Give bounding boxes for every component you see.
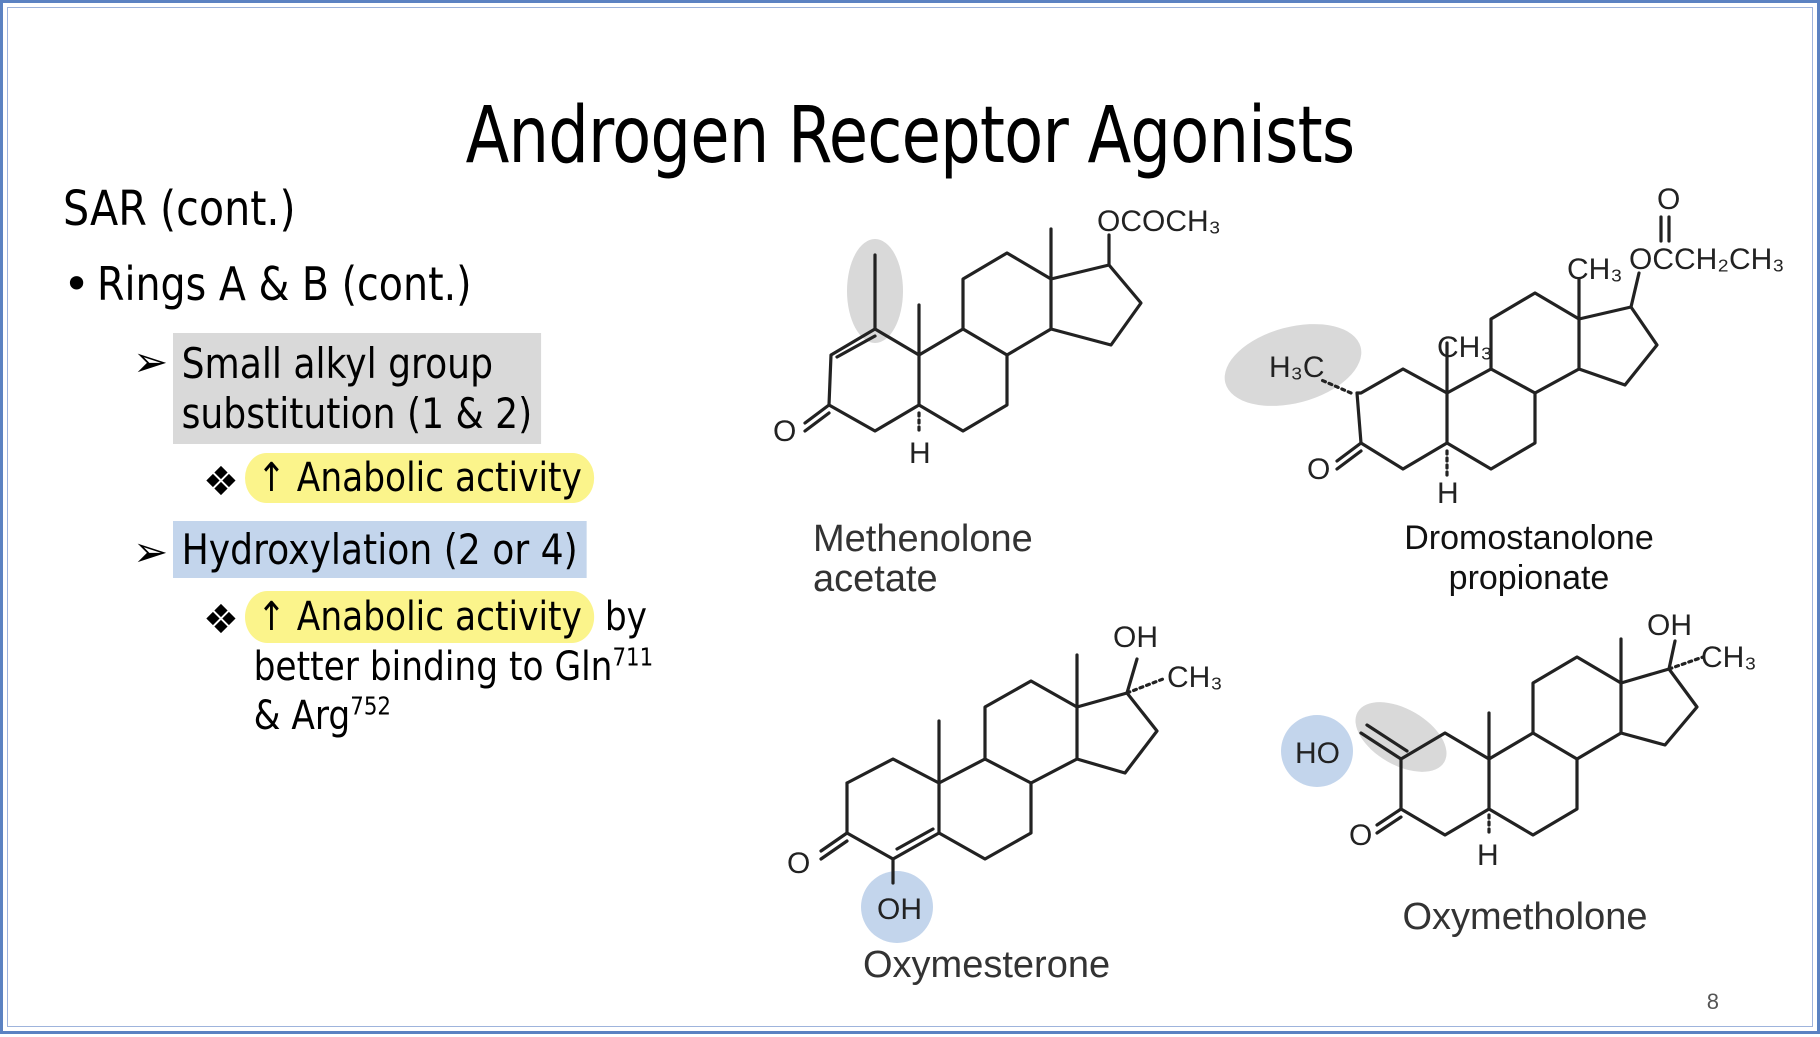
label-o: O [787,847,810,880]
label-h3c: H₃C [1269,351,1325,384]
label-oh-bottom: OH [877,893,922,926]
name-methenolone-1: Methenolone [813,518,1033,560]
label-ch3: CH₃ [1701,641,1757,674]
label-h: H [1477,839,1499,872]
yellow-highlight: ↑ Anabolic activity [245,591,594,643]
page-number: 8 [1706,989,1719,1014]
item-alkyl-line2: substitution (1 & 2) [181,388,533,438]
diamond-bullet-icon: ❖ [203,597,239,643]
structure-oxymetholone: OH CH₃ HO O H Oxymetholone [1281,609,1757,938]
name-methenolone-2: acetate [813,558,938,600]
item-alkyl-effect: ↑ Anabolic activity [245,453,594,503]
item-alkyl-line1: Small alkyl group [181,339,494,388]
structure-methenolone: OCOCH₃ O H Methenolone acetate [773,205,1221,600]
label-oh-top: OH [1113,621,1158,654]
label-ch3: CH₃ [1167,661,1223,694]
bullet-dot: • [63,257,91,311]
label-ch3-top: CH₃ [1567,253,1623,286]
name-oxymetholone: Oxymetholone [1402,896,1647,938]
slide-title: Androgen Receptor Agonists [465,91,1356,181]
label-ch3-mid: CH₃ [1437,331,1493,364]
effect-by: by [593,594,648,640]
label-ho: HO [1295,737,1340,770]
effect-line2: better binding to Gln711 [253,643,654,691]
label-h: H [1437,477,1459,510]
name-dromostanolone-2: propionate [1449,559,1610,597]
label-oh-top: OH [1647,609,1692,642]
bullet-rings: Rings A & B (cont.) [97,257,472,311]
name-oxymesterone: Oxymesterone [863,944,1110,986]
arrowhead-icon: ➢ [133,527,169,576]
item-hydroxylation: Hydroxylation (2 or 4) [173,521,587,578]
structure-oxymesterone: OH CH₃ O OH Oxymesterone [787,621,1223,986]
effect-line3: & Arg752 [253,691,391,739]
item-hydroxylation-effect: ↑ Anabolic activity by better binding to… [245,591,653,740]
name-dromostanolone-1: Dromostanolone [1404,519,1653,557]
structures-svg: OCOCH₃ O H Methenolone acetate O OCCH₂CH… [773,183,1785,986]
blue-highlight: Hydroxylation (2 or 4) [173,521,587,578]
arrowhead-icon: ➢ [133,337,169,386]
label-h: H [909,437,931,470]
diamond-bullet-icon: ❖ [203,459,239,505]
label-o: O [1307,453,1330,486]
label-ococh3: OCOCH₃ [1097,205,1221,238]
section-subtitle: SAR (cont.) [63,181,296,237]
label-occh2ch3: OCCH₂CH₃ [1629,243,1785,276]
label-o: O [773,415,796,448]
label-o: O [1349,819,1372,852]
structure-dromostanolone: O OCCH₂CH₃ CH₃ CH₃ H₃C O H Dromostanolon… [1224,183,1785,597]
label-o-top: O [1657,183,1680,216]
yellow-highlight: ↑ Anabolic activity [245,453,594,503]
